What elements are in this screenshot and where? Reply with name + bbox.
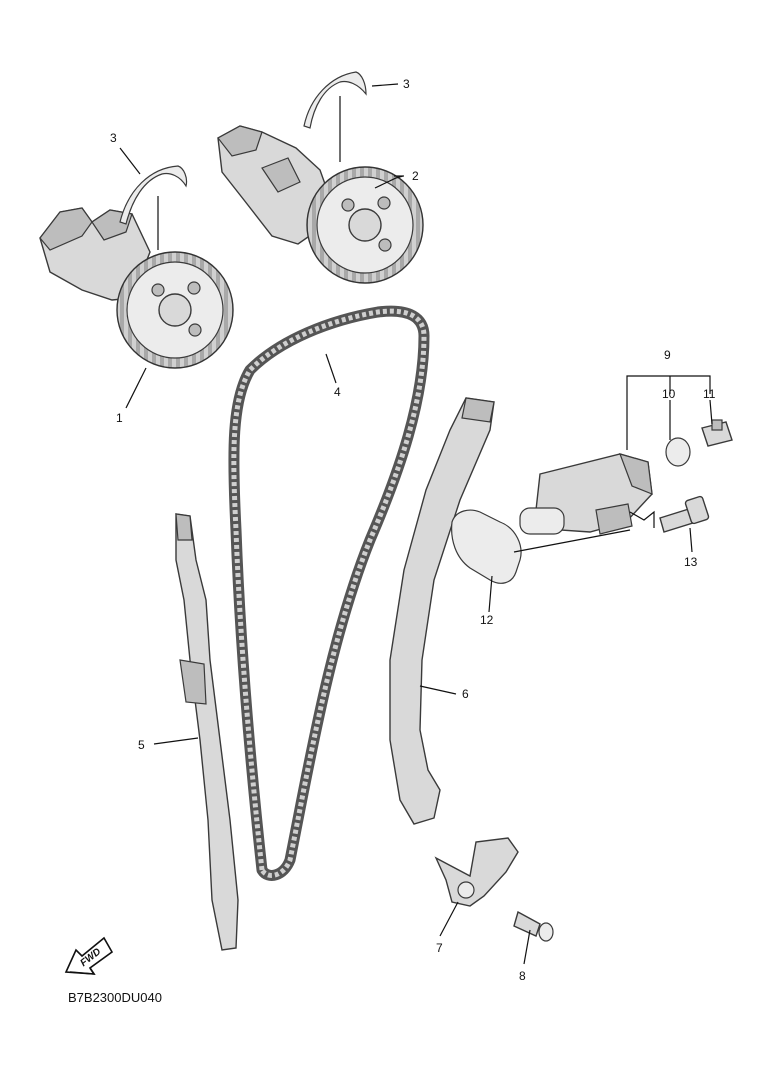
callout-10: 10 xyxy=(662,387,676,401)
callout-5: 5 xyxy=(138,738,145,752)
callout-2: 2 xyxy=(412,169,419,183)
callout-12: 12 xyxy=(480,613,494,627)
tensioner-mount-bolt xyxy=(659,495,710,533)
callout-11: 11 xyxy=(703,387,716,401)
chain-guide-stationary xyxy=(175,513,239,951)
cam-sprocket-exhaust xyxy=(116,251,234,369)
callout-4: 4 xyxy=(334,385,341,399)
callout-3-left: 3 xyxy=(110,131,117,145)
chain-guide-tensioner xyxy=(389,397,495,825)
timing-chain xyxy=(228,305,430,881)
callout-3-right: 3 xyxy=(403,77,410,91)
callout-6: 6 xyxy=(462,687,469,701)
cam-chain-tensioner xyxy=(519,453,653,535)
tensioner-cap-bolt xyxy=(701,419,733,447)
callout-labels: 1 2 3 3 4 5 6 7 8 9 10 11 12 13 xyxy=(110,77,716,983)
tensioner-gasket xyxy=(451,509,522,584)
circlip-left xyxy=(119,165,188,225)
callout-1: 1 xyxy=(116,411,123,425)
circlip-right xyxy=(303,71,367,129)
chain-stopper-plate xyxy=(434,837,519,907)
callout-7: 7 xyxy=(436,941,443,955)
leader-lines xyxy=(119,83,713,965)
fwd-arrow-icon: FWD xyxy=(64,936,114,975)
diagram-code: B7B2300DU040 xyxy=(68,990,162,1005)
callout-13: 13 xyxy=(684,555,698,569)
o-ring xyxy=(665,437,691,467)
callout-9: 9 xyxy=(664,348,671,362)
guide-pin xyxy=(513,910,554,942)
camshaft-intake xyxy=(217,125,424,284)
cam-sprocket-intake xyxy=(306,166,424,284)
callout-8: 8 xyxy=(519,969,526,983)
camshaft-exhaust xyxy=(39,207,234,369)
